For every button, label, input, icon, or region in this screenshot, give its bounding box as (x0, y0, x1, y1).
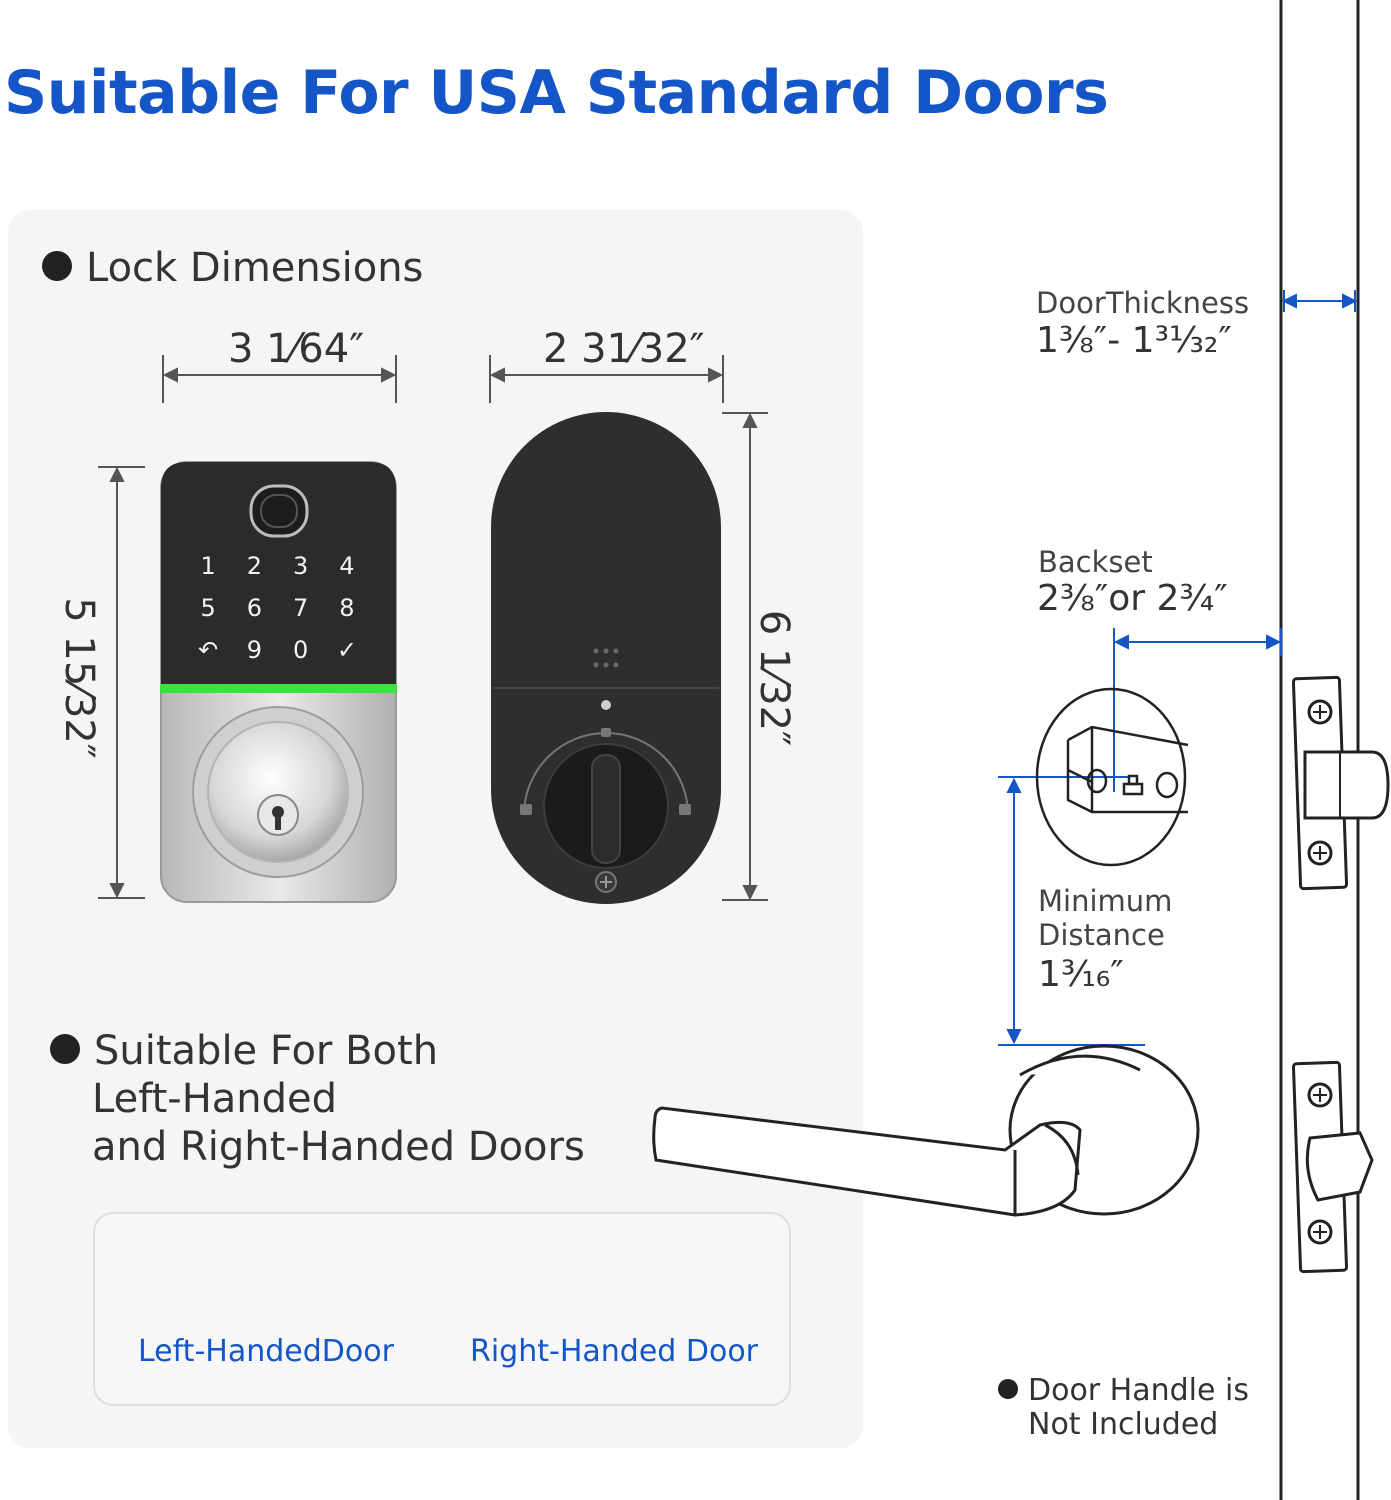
door-thickness-dimension (1281, 290, 1358, 312)
bullet-icon (50, 1034, 80, 1064)
key: 8 (339, 594, 355, 622)
key: ↶ (198, 636, 219, 664)
key: 5 (200, 594, 216, 622)
min-distance-dimension (998, 776, 1145, 1046)
handed-doors-heading: Suitable For Both Left-Handed and Right-… (50, 1027, 585, 1171)
front-width-label: 3 1⁄64″ (228, 326, 365, 372)
lower-strike-plate (1291, 1060, 1374, 1274)
right-handed-door-label: Right-Handed Door (470, 1334, 759, 1369)
front-lock-image (160, 461, 397, 903)
handed-heading-line: Suitable For Both (94, 1028, 439, 1074)
min-distance-label-line1: Minimum (1038, 884, 1173, 918)
door-thickness-label: DoorThickness (1036, 286, 1250, 320)
door-handle-drawing (652, 1044, 1200, 1217)
back-height-dimension (722, 412, 768, 901)
bullet-icon (998, 1378, 1018, 1399)
page-title: Suitable For USA Standard Doors (4, 58, 1109, 128)
key: 4 (339, 552, 355, 580)
key: 9 (246, 636, 263, 664)
upper-strike-plate (1291, 675, 1390, 891)
backset-value: 2⅜″or 2¾″ (1037, 578, 1228, 619)
key: 3 (292, 552, 309, 580)
handed-heading-line: Left-Handed (92, 1076, 338, 1122)
key: 1 (200, 552, 216, 580)
key: 7 (292, 594, 309, 622)
door-thickness-value: 1⅜″- 1³¹⁄₃₂″ (1036, 320, 1232, 361)
min-distance-label-line2: Distance (1038, 918, 1165, 952)
key: 0 (292, 636, 309, 664)
back-lock-image (491, 412, 721, 904)
note-line: Door Handle is (1028, 1373, 1249, 1408)
door-outline (1279, 0, 1360, 1500)
door-handedness-box (93, 1212, 791, 1406)
back-height-label: 6 1⁄32″ (751, 609, 798, 747)
note-line: Not Included (1028, 1407, 1219, 1442)
min-distance-value: 1³⁄₁₆″ (1038, 954, 1124, 995)
back-width-dimension (489, 355, 724, 403)
lock-dimensions-heading: Lock Dimensions (42, 244, 423, 292)
front-width-dimension (162, 355, 397, 403)
key: 6 (246, 594, 263, 622)
handle-note: Door Handle is Not Included (998, 1374, 1249, 1442)
left-handed-door-label: Left-HandedDoor (138, 1334, 394, 1369)
front-height-dimension (98, 466, 145, 899)
bullet-icon (42, 251, 72, 281)
keypad: 1 2 3 4 5 6 7 8 ↶ 9 0 ✓ (185, 545, 370, 670)
back-width-label: 2 31⁄32″ (543, 326, 705, 372)
lock-dimensions-heading-text: Lock Dimensions (86, 245, 424, 291)
handed-heading-line: and Right-Handed Doors (92, 1124, 585, 1170)
front-height-label: 5 15⁄32″ (55, 597, 102, 759)
latch-detail (1035, 687, 1189, 867)
key: 2 (246, 552, 263, 580)
backset-dimension (1113, 628, 1282, 792)
key: ✓ (336, 636, 357, 664)
backset-label: Backset (1038, 545, 1153, 579)
